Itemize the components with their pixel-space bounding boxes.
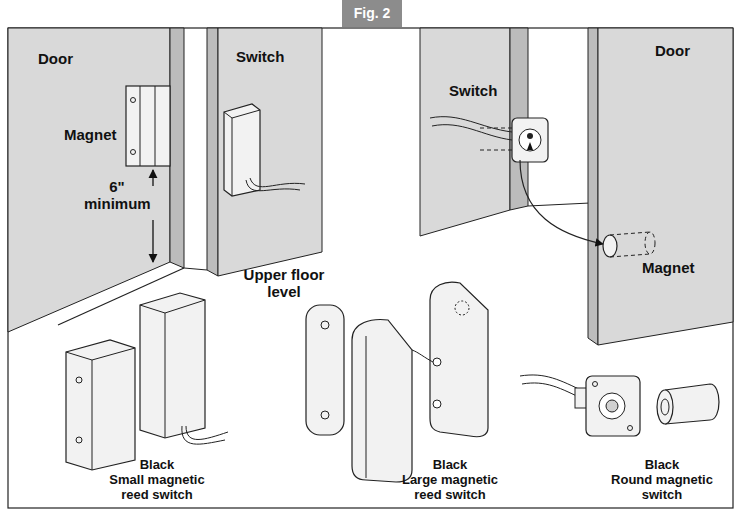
magnet-label-text: Magnet (642, 259, 695, 276)
part-caption-text: Black Round magnetic switch (611, 457, 713, 502)
dimension-label-text: 6" minimum (84, 178, 151, 212)
floor-label: Upper floor level (243, 266, 325, 300)
door-label-text: Door (38, 50, 73, 67)
switch-label: Switch (236, 48, 306, 65)
figure-tab: Fig. 2 (342, 0, 402, 27)
part-caption: Black Round magnetic switch (602, 457, 722, 502)
magnet-label: Magnet (64, 126, 134, 143)
switch-label-text: Switch (236, 48, 284, 65)
part-caption: Black Large magnetic reed switch (390, 457, 510, 502)
floor-label-text: Upper floor level (244, 266, 325, 300)
magnet-label: Magnet (642, 259, 722, 276)
door-label: Door (38, 50, 98, 67)
dimension-label: 6" minimum (84, 178, 150, 212)
switch-label: Switch (449, 82, 519, 99)
door-label: Door (655, 42, 715, 59)
door-label-text: Door (655, 42, 690, 59)
switch-label-text: Switch (449, 82, 497, 99)
part-caption-text: Black Large magnetic reed switch (402, 457, 498, 502)
part-caption: Black Small magnetic reed switch (97, 457, 217, 502)
magnet-label-text: Magnet (64, 126, 117, 143)
part-caption-text: Black Small magnetic reed switch (109, 457, 204, 502)
